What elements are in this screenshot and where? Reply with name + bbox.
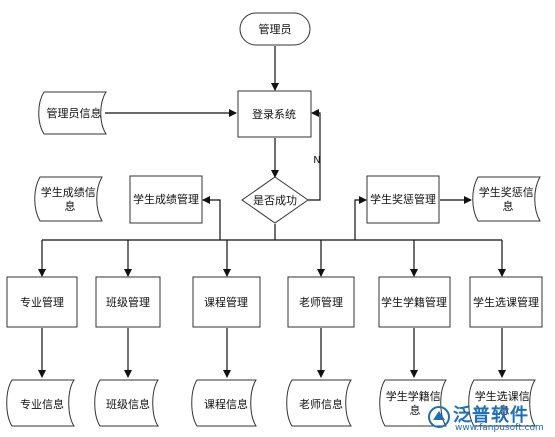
node-elective-info-line1: 学生选课信 <box>475 389 530 403</box>
node-teacher-mgmt: 老师管理 <box>287 276 355 328</box>
node-admin: 管理员 <box>239 12 311 46</box>
node-class-info: 班级信息 <box>94 379 159 427</box>
node-reward-info: 学生奖惩信 息 <box>472 176 541 222</box>
node-major-mgmt-label: 专业管理 <box>20 295 64 309</box>
node-major-info: 专业信息 <box>6 379 75 427</box>
node-class-mgmt-label: 班级管理 <box>106 295 150 309</box>
node-teacher-info-label: 老师信息 <box>299 397 343 411</box>
node-major-mgmt: 专业管理 <box>6 276 78 328</box>
node-major-info-label: 专业信息 <box>20 397 64 411</box>
node-grade-mgmt: 学生成绩管理 <box>129 175 203 224</box>
node-reward-info-line2: 息 <box>503 199 514 213</box>
node-reward-mgmt-label: 学生奖惩管理 <box>370 192 436 206</box>
node-status-mgmt: 学生学籍管理 <box>378 276 451 328</box>
watermark-url: www.fanpusoft.com <box>455 423 544 433</box>
watermark: 泛普软件 www.fanpusoft.com <box>423 401 551 435</box>
node-login: 登录系统 <box>237 90 312 138</box>
node-class-info-label: 班级信息 <box>106 397 150 411</box>
node-success-label: 是否成功 <box>253 194 297 207</box>
node-login-label: 登录系统 <box>252 107 296 121</box>
node-admin-info: 管理员信息 <box>38 91 107 135</box>
edge-to-reward <box>354 196 367 240</box>
node-elective-mgmt-label: 学生选课管理 <box>473 295 539 309</box>
node-teacher-mgmt-label: 老师管理 <box>299 295 343 309</box>
node-status-mgmt-label: 学生学籍管理 <box>381 295 447 309</box>
node-teacher-info: 老师信息 <box>286 379 352 427</box>
node-course-mgmt-label: 课程管理 <box>204 295 248 309</box>
node-status-info-line1: 学生学籍信 <box>386 389 441 403</box>
node-admin-info-label: 管理员信息 <box>47 106 102 120</box>
node-elective-info-label: 学生选课信 息 <box>475 389 534 417</box>
node-reward-mgmt: 学生奖惩管理 <box>366 175 440 224</box>
node-success: 是否成功 <box>241 176 309 224</box>
node-elective-mgmt: 学生选课管理 <box>469 276 543 328</box>
node-grade-info: 学生成绩信 息 <box>34 176 103 222</box>
node-grade-info-label: 学生成绩信 息 <box>41 185 100 213</box>
node-elective-info-line2: 息 <box>499 403 510 417</box>
edge-to-grade <box>202 196 221 240</box>
node-grade-info-line1: 学生成绩信 <box>41 185 96 199</box>
node-admin-label: 管理员 <box>259 22 292 36</box>
edge-no-label: N <box>313 155 320 166</box>
node-course-info-label: 课程信息 <box>204 397 248 411</box>
node-course-mgmt: 课程管理 <box>192 276 261 328</box>
edges <box>38 46 506 378</box>
node-class-mgmt: 班级管理 <box>95 276 161 328</box>
node-grade-mgmt-label: 学生成绩管理 <box>133 192 199 206</box>
node-course-info: 课程信息 <box>191 379 257 427</box>
watermark-brand: 泛普软件 <box>453 405 529 426</box>
node-status-info-label: 学生学籍信 息 <box>386 389 445 417</box>
node-grade-info-line2: 息 <box>65 199 76 213</box>
node-status-info-line2: 息 <box>410 403 421 417</box>
node-reward-info-label: 学生奖惩信 息 <box>479 185 538 213</box>
edge-success-no-loop <box>308 109 321 201</box>
node-reward-info-line1: 学生奖惩信 <box>479 185 534 199</box>
node-elective-info: 学生选课信 息 <box>468 379 536 427</box>
brand-logo-icon <box>428 406 450 428</box>
